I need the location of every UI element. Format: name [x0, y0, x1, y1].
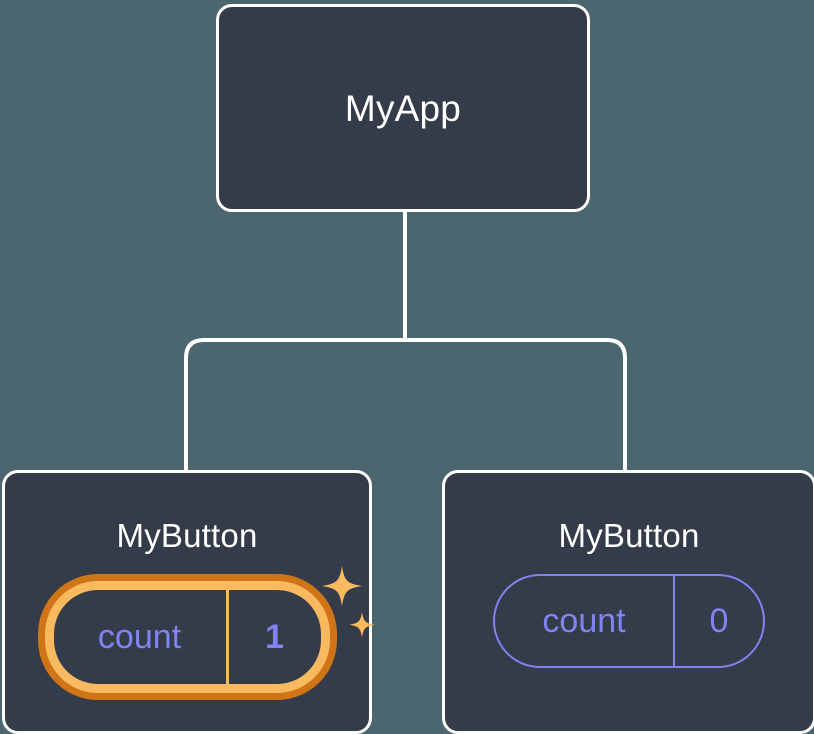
state-pill-highlight-ring: count 1: [37, 574, 337, 700]
state-value-right: 0: [673, 576, 763, 666]
node-myapp[interactable]: MyApp: [216, 4, 590, 212]
connector-branch-bar: [184, 338, 627, 470]
state-pill-wrap-left: count 1: [37, 566, 375, 700]
state-pill-highlight-inner-ring: count 1: [44, 581, 330, 693]
node-title-child-right: MyButton: [558, 517, 700, 554]
state-value-left: 1: [225, 590, 321, 684]
state-key-right: count: [542, 601, 626, 640]
state-key-left: count: [97, 617, 182, 656]
node-mybutton-left[interactable]: MyButton count 1: [2, 470, 375, 734]
sparkle-icon-small: [348, 612, 375, 638]
node-title-root: MyApp: [344, 87, 462, 129]
node-title-child-left: MyButton: [116, 517, 258, 554]
state-pill-right[interactable]: count 0: [493, 574, 765, 668]
state-pill-wrap-right: count 0: [493, 574, 765, 668]
sparkle-icon-large: [321, 566, 362, 606]
state-pill-left[interactable]: count 1: [53, 590, 321, 684]
node-mybutton-right[interactable]: MyButton count 0: [442, 470, 814, 734]
